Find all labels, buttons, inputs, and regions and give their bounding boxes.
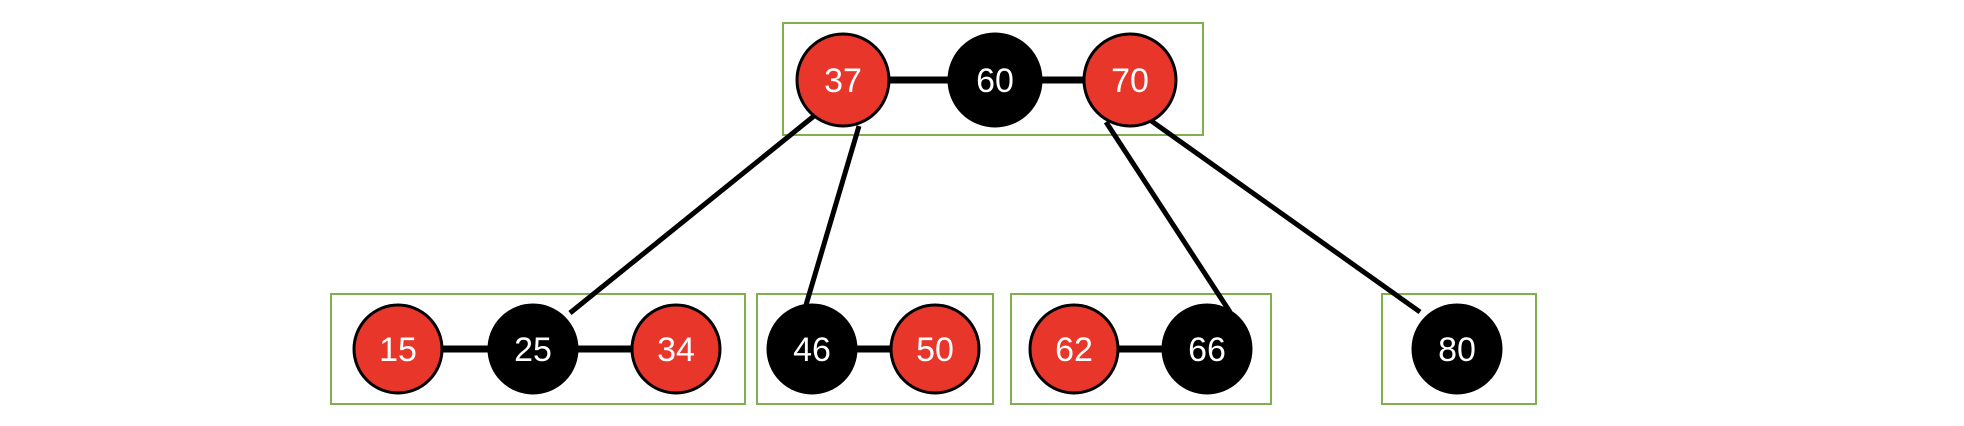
node-circle-50[interactable] <box>889 303 981 395</box>
tree-node-37[interactable]: 37 <box>795 32 891 128</box>
tree-edges-layer <box>568 114 1422 315</box>
tree-edge-n70-to-n66 <box>1103 120 1233 314</box>
node-circle-66[interactable] <box>1161 303 1253 395</box>
tree-node-50[interactable]: 50 <box>889 303 981 395</box>
tree-node-60[interactable]: 60 <box>947 32 1043 128</box>
tree-edge-n37-to-n46 <box>803 125 862 306</box>
group-box-leaf-cluster-1 <box>330 293 746 405</box>
group-box-leaf-cluster-2 <box>756 293 994 405</box>
tree-node-70[interactable]: 70 <box>1082 32 1178 128</box>
nodes-layer: 37 60 70 15 25 34 46 50 62 66 80 <box>352 32 1503 395</box>
tree-node-25[interactable]: 25 <box>487 303 579 395</box>
tree-node-80[interactable]: 80 <box>1411 303 1503 395</box>
tree-node-34[interactable]: 34 <box>630 303 722 395</box>
tree-edge-n37-to-n25 <box>568 114 816 315</box>
group-box-root-cluster <box>782 22 1204 136</box>
tree-node-46[interactable]: 46 <box>766 303 858 395</box>
group-box-leaf-cluster-4 <box>1381 293 1537 405</box>
node-circle-60[interactable] <box>947 32 1043 128</box>
node-circle-70[interactable] <box>1082 32 1178 128</box>
node-circle-34[interactable] <box>630 303 722 395</box>
node-circle-37[interactable] <box>795 32 891 128</box>
group-box-leaf-cluster-3 <box>1010 293 1272 405</box>
tree-edge-n70-to-n80 <box>1148 117 1422 315</box>
node-circle-80[interactable] <box>1411 303 1503 395</box>
tree-node-66[interactable]: 66 <box>1161 303 1253 395</box>
tree-node-15[interactable]: 15 <box>352 303 444 395</box>
tree-node-62[interactable]: 62 <box>1028 303 1120 395</box>
node-circle-15[interactable] <box>352 303 444 395</box>
node-circle-46[interactable] <box>766 303 858 395</box>
node-circle-25[interactable] <box>487 303 579 395</box>
group-boxes-layer <box>330 22 1537 405</box>
sibling-links-layer <box>442 76 1163 353</box>
node-circle-62[interactable] <box>1028 303 1120 395</box>
